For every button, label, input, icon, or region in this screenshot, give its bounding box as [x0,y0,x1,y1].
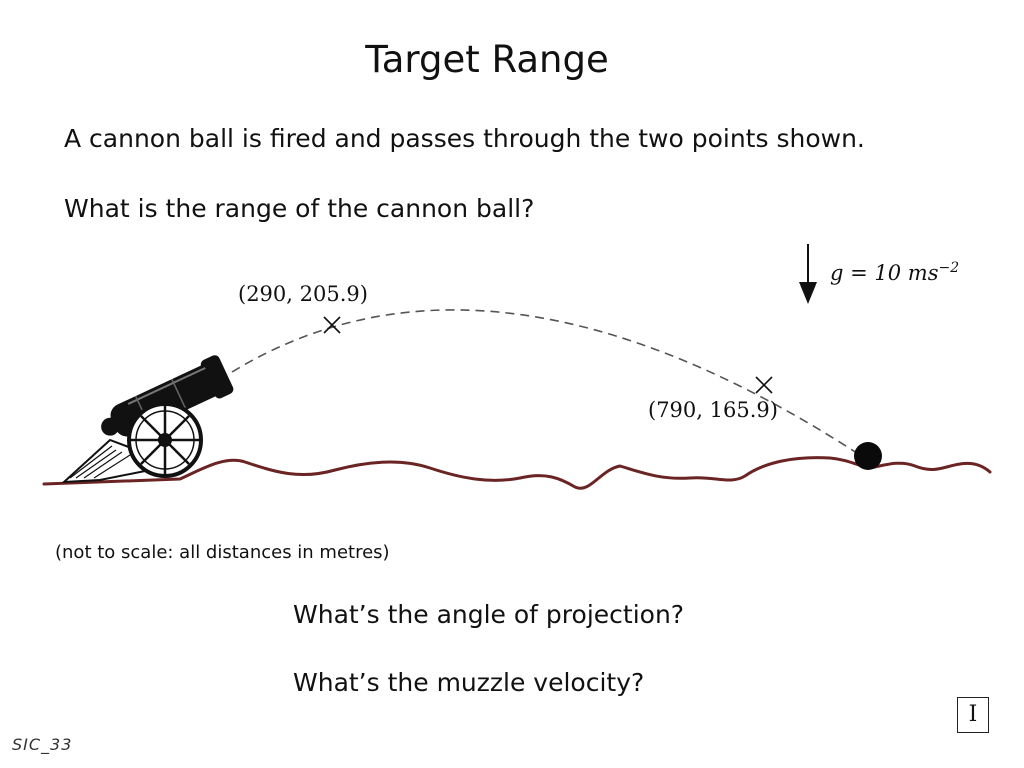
down-arrow-icon [799,244,817,304]
marker-point-a [323,316,341,334]
slide-id: SIC_33 [12,735,73,754]
question-angle: What’s the angle of projection? [293,600,685,629]
gravity-label: g = 10 ms−2 [830,260,959,285]
gravity-exponent: −2 [938,260,960,276]
scale-note: (not to scale: all distances in metres) [55,542,390,563]
point-a-label: (290, 205.9) [238,282,368,306]
question-statement: A cannon ball is fired and passes throug… [64,124,865,153]
trajectory-arc [231,309,861,456]
cannon-icon [61,355,234,484]
point-b-label: (790, 165.9) [648,398,778,422]
cannonball-icon [854,442,882,470]
gravity-text: g = 10 ms [830,261,939,285]
info-button[interactable]: I [957,697,989,733]
question-velocity: What’s the muzzle velocity? [293,668,645,697]
page-title: Target Range [365,38,609,81]
ground-line [42,456,992,490]
marker-point-b [755,376,773,394]
question-range: What is the range of the cannon ball? [64,194,535,223]
